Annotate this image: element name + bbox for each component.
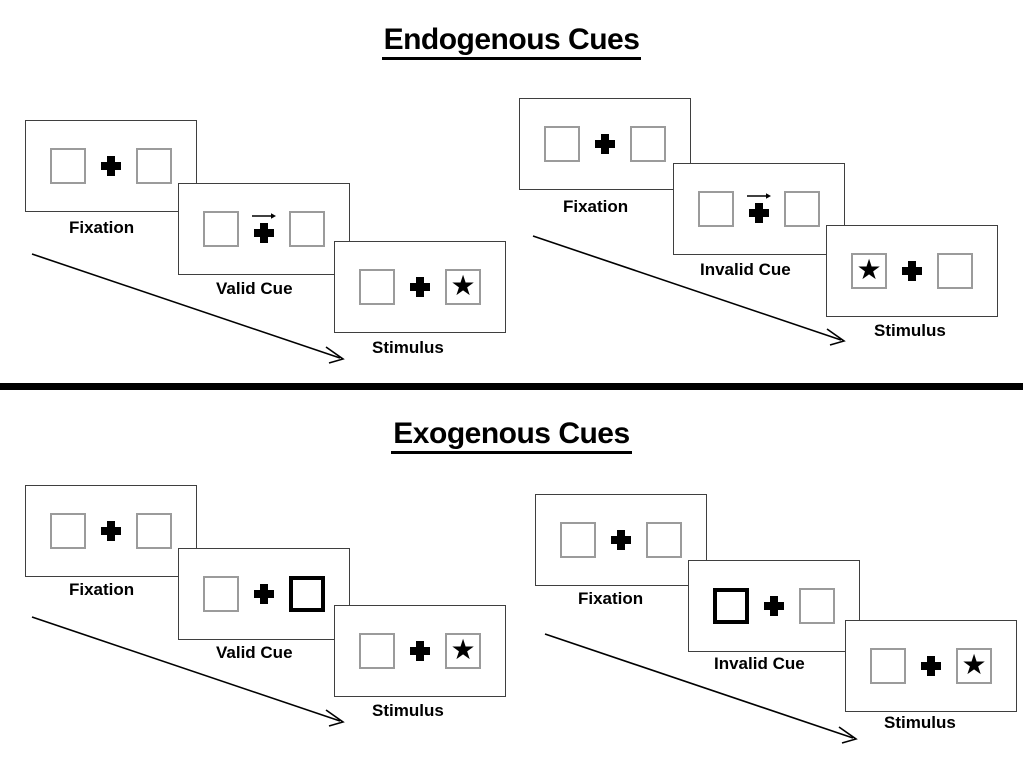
fixation-cross-icon — [253, 581, 275, 607]
section-title-exogenous-text: Exogenous Cues — [391, 418, 632, 454]
fixation-cross-icon — [100, 518, 122, 544]
star-icon: ★ — [450, 634, 476, 665]
fixation-cross-icon — [746, 191, 772, 226]
stage-label-fixation: Fixation — [578, 589, 644, 608]
placeholder-box-right — [289, 211, 325, 247]
stage-label-stimulus: Stimulus — [874, 321, 946, 340]
frame-endogenous-invalid-fixation — [519, 98, 691, 190]
placeholder-box-right-target: ★ — [445, 269, 481, 305]
placeholder-box-right-target: ★ — [445, 633, 481, 669]
placeholder-box-left — [50, 148, 86, 184]
fixation-cross-icon — [409, 638, 431, 664]
frame-endogenous-valid-stimulus: ★ — [334, 241, 506, 333]
placeholder-box-left-cued — [713, 588, 749, 624]
fixation-cross-icon — [251, 211, 277, 246]
placeholder-box-left — [203, 211, 239, 247]
fixation-cross-icon — [920, 653, 942, 679]
stage-label-invalid-cue: Invalid Cue — [714, 654, 805, 673]
star-icon: ★ — [450, 270, 476, 301]
frame-endogenous-invalid-stimulus: ★ — [826, 225, 998, 317]
placeholder-box-left — [359, 633, 395, 669]
placeholder-box-right-cued — [289, 576, 325, 612]
placeholder-box-left-target: ★ — [851, 253, 887, 289]
fixation-cross-icon — [763, 593, 785, 619]
frame-exogenous-invalid-cue — [688, 560, 860, 652]
placeholder-box-right — [799, 588, 835, 624]
stage-label-fixation: Fixation — [69, 218, 135, 237]
placeholder-box-left — [544, 126, 580, 162]
frame-exogenous-valid-fixation — [25, 485, 197, 577]
frame-endogenous-invalid-cue — [673, 163, 845, 255]
placeholder-box-right-target: ★ — [956, 648, 992, 684]
frame-endogenous-valid-cue — [178, 183, 350, 275]
placeholder-box-right — [136, 513, 172, 549]
placeholder-box-right — [937, 253, 973, 289]
arrow-right-cue-icon — [746, 191, 772, 201]
placeholder-box-left — [698, 191, 734, 227]
placeholder-box-left — [203, 576, 239, 612]
stage-label-stimulus: Stimulus — [372, 338, 444, 357]
placeholder-box-left — [560, 522, 596, 558]
frame-endogenous-valid-fixation — [25, 120, 197, 212]
frame-exogenous-valid-stimulus: ★ — [334, 605, 506, 697]
frame-exogenous-invalid-fixation — [535, 494, 707, 586]
stage-label-invalid-cue: Invalid Cue — [700, 260, 791, 279]
stage-label-stimulus: Stimulus — [884, 713, 956, 732]
stage-label-fixation: Fixation — [563, 197, 629, 216]
star-icon: ★ — [856, 254, 882, 285]
fixation-cross-icon — [610, 527, 632, 553]
placeholder-box-left — [50, 513, 86, 549]
placeholder-box-right — [784, 191, 820, 227]
frame-exogenous-valid-cue — [178, 548, 350, 640]
fixation-cross-icon — [100, 153, 122, 179]
arrow-right-cue-icon — [251, 211, 277, 221]
placeholder-box-left — [870, 648, 906, 684]
placeholder-box-right — [646, 522, 682, 558]
stage-label-valid-cue: Valid Cue — [216, 643, 293, 662]
placeholder-box-right — [136, 148, 172, 184]
section-title-exogenous: Exogenous Cues — [0, 418, 1023, 454]
placeholder-box-right — [630, 126, 666, 162]
stage-label-stimulus: Stimulus — [372, 701, 444, 720]
placeholder-box-left — [359, 269, 395, 305]
frame-exogenous-invalid-stimulus: ★ — [845, 620, 1017, 712]
fixation-cross-icon — [409, 274, 431, 300]
stage-label-valid-cue: Valid Cue — [216, 279, 293, 298]
fixation-cross-icon — [594, 131, 616, 157]
section-divider — [0, 383, 1023, 390]
star-icon: ★ — [961, 649, 987, 680]
section-title-endogenous: Endogenous Cues — [0, 24, 1023, 60]
fixation-cross-icon — [901, 258, 923, 284]
stage-label-fixation: Fixation — [69, 580, 135, 599]
section-title-endogenous-text: Endogenous Cues — [381, 24, 642, 60]
